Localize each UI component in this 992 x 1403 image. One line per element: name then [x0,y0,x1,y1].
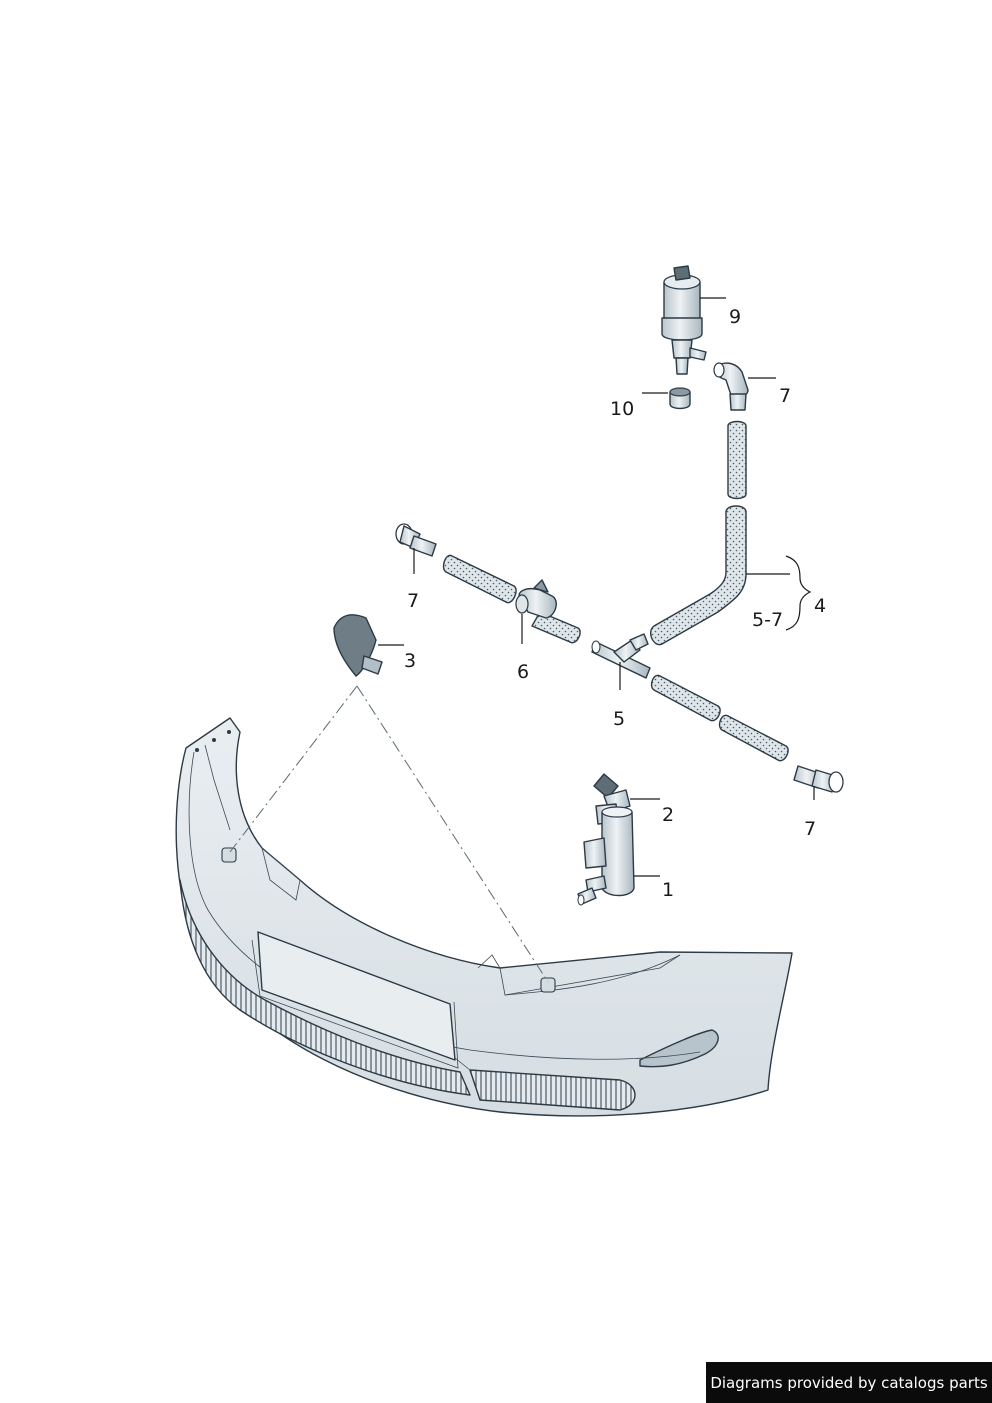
front-bumper [175,717,793,1117]
heater-element [577,806,635,906]
hose-right-upper [650,674,721,722]
callout-4: 4 [814,595,826,617]
callout-5: 5 [613,708,625,730]
callout-1: 1 [662,879,674,901]
nozzle-cover-cap [333,614,383,677]
callout-7-top: 7 [779,385,791,407]
callout-5-7: 5-7 [752,609,783,631]
assembly-lines [229,685,549,983]
elbow-connector-top [713,362,749,411]
credit-banner: Diagrams provided by catalogs parts [706,1362,992,1403]
nozzle-connector-left [395,523,437,557]
callout-6: 6 [517,661,529,683]
grommet [669,387,691,410]
callout-7-right: 7 [804,818,816,840]
callout-9: 9 [729,306,741,328]
hose-left-upper [442,554,517,604]
t-piece-connector [591,633,651,679]
hose-clip [515,579,557,619]
hose-vertical-upper [727,420,747,500]
hose-right-lower [718,714,789,762]
hose-bent [650,505,747,646]
callout-3: 3 [404,650,416,672]
callout-7-left: 7 [407,590,419,612]
washer-nozzle-mount-right [540,977,556,993]
washer-nozzle-mount-left [221,847,237,863]
leader-lines [378,297,815,877]
credit-text: Diagrams provided by catalogs parts [710,1373,988,1392]
washer-pump [661,265,707,375]
hose-left-lower [531,611,581,644]
nozzle-connector-right [793,765,844,793]
callout-10: 10 [610,398,634,420]
callout-2: 2 [662,804,674,826]
